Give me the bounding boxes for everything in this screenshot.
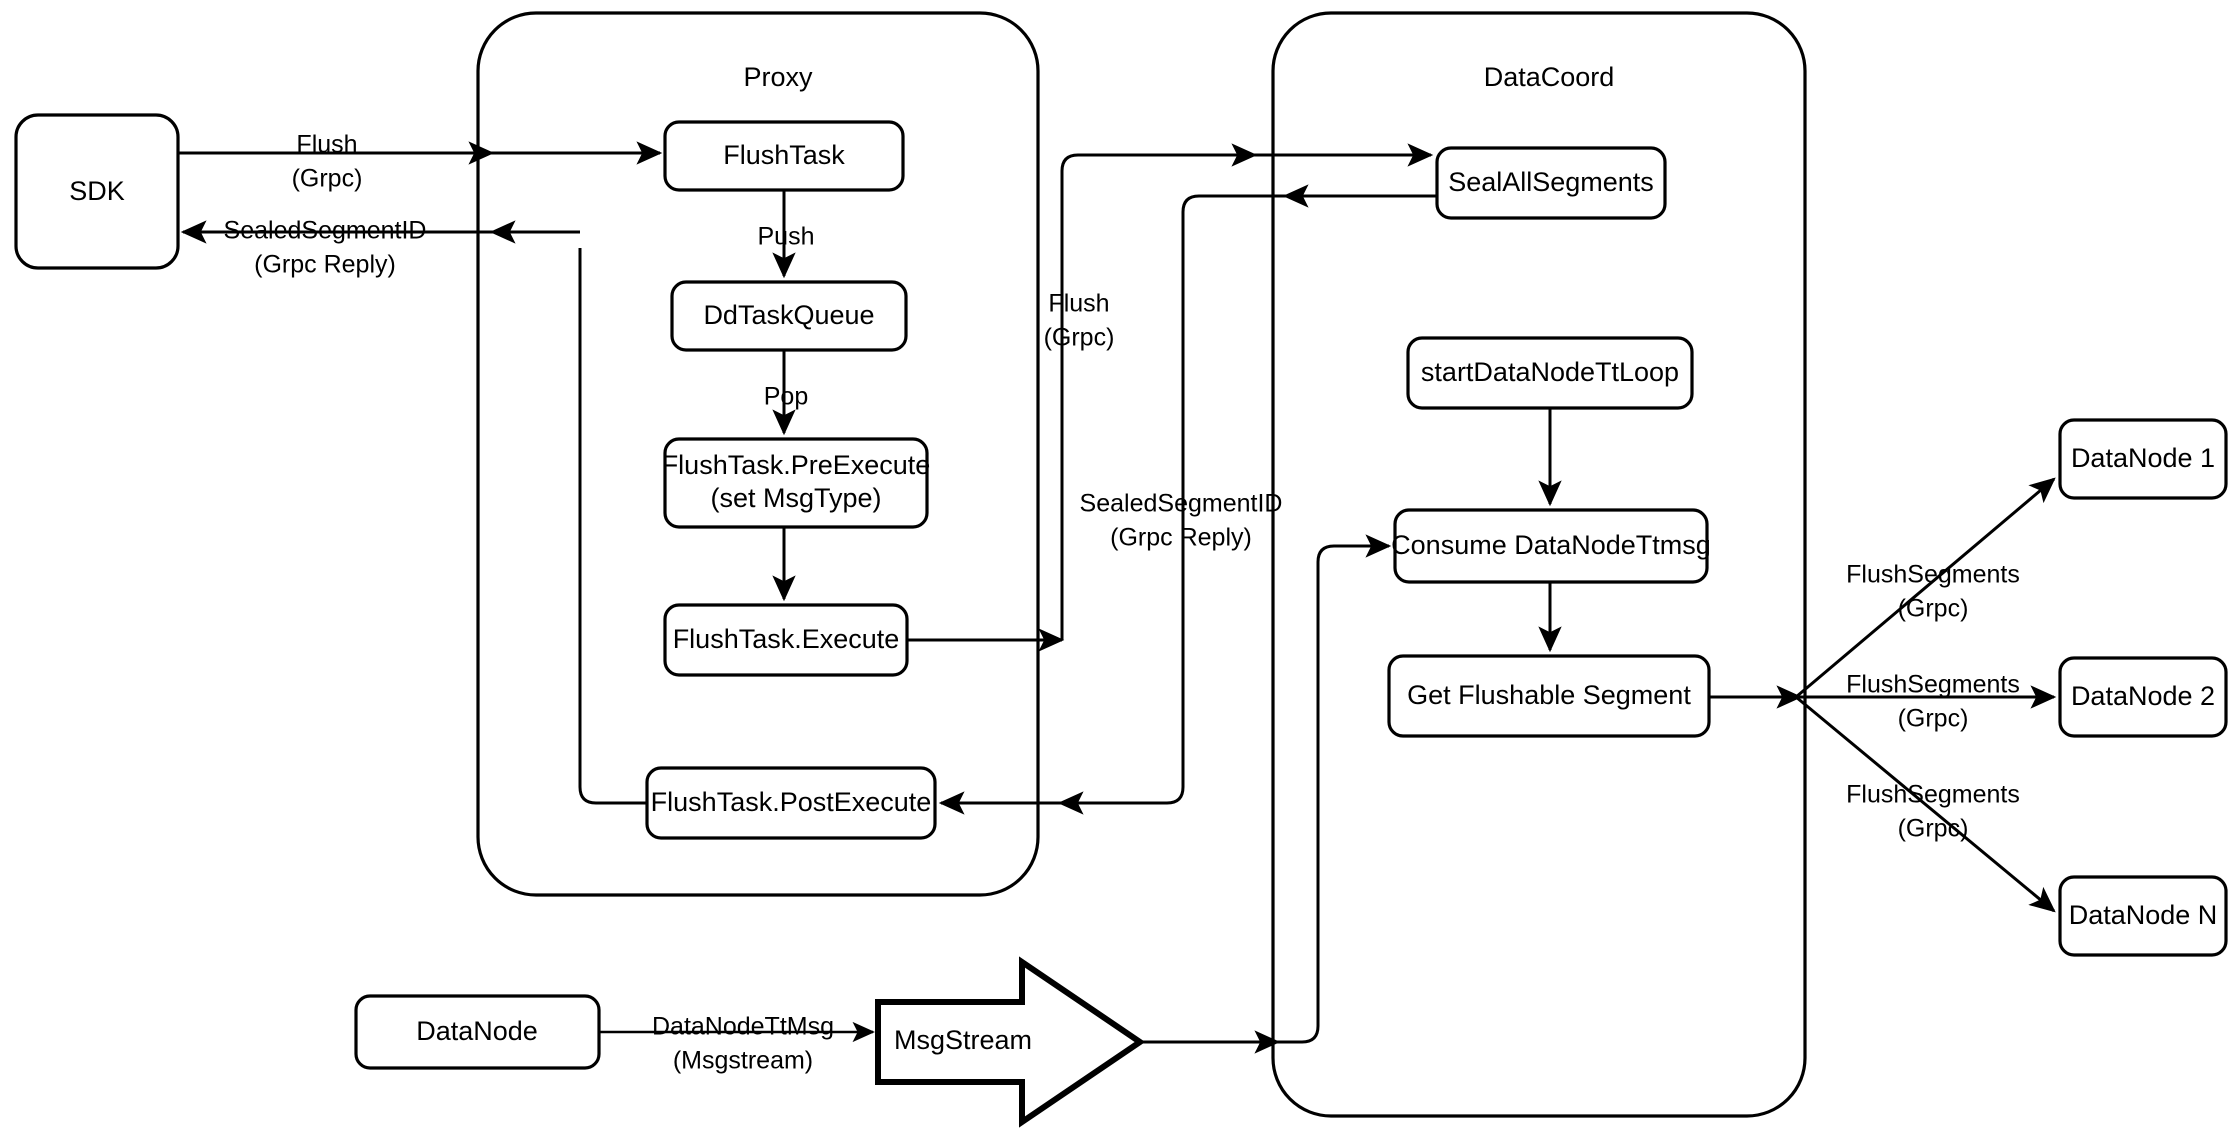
edge-fanout-to-datanode1 [1795,477,2056,699]
flush-grpc-mid-line1: Flush [1048,290,1109,318]
node-flushtask-execute[interactable]: FlushTask.Execute [663,603,909,677]
push-label: Push [758,223,815,251]
flushsegments-2-line2: (Grpc) [1898,705,1969,733]
sealallsegments-label: SealAllSegments [1448,167,1654,197]
consumettmsg-label: Consume DataNodeTtmsg [1391,530,1711,560]
datanode-source-label: DataNode [416,1016,538,1046]
node-datanode-source[interactable]: DataNode [354,994,601,1070]
flush-grpc-sdk-line2: (Grpc) [292,165,363,193]
sdk-box[interactable] [14,113,180,270]
ddtaskqueue-label: DdTaskQueue [703,300,874,330]
edge-label-sealedsegmentid-mid: SealedSegmentID (Grpc Reply) [1080,490,1283,552]
node-flushtask-preexecute[interactable]: FlushTask.PreExecute (set MsgType) [662,437,931,529]
datanodettmsg-line1: DataNodeTtMsg [652,1013,834,1041]
datanode1-box[interactable] [2058,418,2228,500]
edge-postexecute-return-route [578,248,647,805]
sealedsegid-mid-line2: (Grpc Reply) [1110,524,1252,552]
edge-label-flush-grpc-sdk: Flush (Grpc) [292,131,363,193]
sealedsegid-sdk-line1: SealedSegmentID [224,217,427,245]
edge-sealedsegmentid-descender [1057,194,1285,815]
edge-label-flushsegments-1: FlushSegments (Grpc) [1846,561,2020,623]
container-proxy: Proxy [476,11,1040,897]
flushsegments-1-line1: FlushSegments [1846,561,2020,589]
node-datanode-2[interactable]: DataNode 2 [2058,656,2228,738]
sealallsegments-box[interactable] [1435,146,1667,220]
node-get-flushable-segment[interactable]: Get Flushable Segment [1387,654,1711,738]
datanode1-label: DataNode 1 [2071,443,2215,473]
ttloop-label: startDataNodeTtLoop [1421,357,1679,387]
datanode-source-box[interactable] [354,994,601,1070]
datanode2-box[interactable] [2058,656,2228,738]
execute-box[interactable] [663,603,909,677]
preexecute-label-line2: (set MsgType) [710,483,881,513]
node-datanode-n[interactable]: DataNode N [2058,875,2228,957]
preexecute-box[interactable] [663,437,929,529]
getflushable-box[interactable] [1387,654,1711,738]
edge-label-datanodettmsg: DataNodeTtMsg (Msgstream) [652,1013,834,1075]
flushsegments-1-line2: (Grpc) [1898,595,1969,623]
edge-label-flushsegments-2: FlushSegments (Grpc) [1846,671,2020,733]
flushsegments-2-line1: FlushSegments [1846,671,2020,699]
node-ddtaskqueue[interactable]: DdTaskQueue [670,280,908,352]
flushsegments-n-line2: (Grpc) [1898,815,1969,843]
postexecute-label: FlushTask.PostExecute [651,787,932,817]
consumettmsg-box[interactable] [1393,508,1709,584]
edge-label-flush-grpc-mid: Flush (Grpc) [1044,290,1115,352]
getflushable-label: Get Flushable Segment [1407,680,1691,710]
node-flushtask-postexecute[interactable]: FlushTask.PostExecute [645,766,937,840]
datacoord-label: DataCoord [1484,62,1615,92]
msgstream-label: MsgStream [894,1025,1032,1055]
node-startdatanodettloop[interactable]: startDataNodeTtLoop [1406,336,1694,410]
node-msgstream[interactable]: MsgStream [875,956,1146,1128]
datanoden-label: DataNode N [2069,900,2218,930]
msgstream-arrow-shape[interactable] [875,956,1146,1128]
proxy-label: Proxy [743,62,813,92]
container-datacoord: DataCoord [1271,11,1807,1118]
flushtask-box[interactable] [663,120,905,192]
preexecute-label-line1: FlushTask.PreExecute [662,450,931,480]
edge-fanout-to-datanoden [1795,695,2056,913]
edge-label-sealedsegmentid-sdk: SealedSegmentID (Grpc Reply) [224,217,427,279]
datanode2-label: DataNode 2 [2071,681,2215,711]
sdk-label: SDK [69,176,125,206]
datacoord-boundary [1271,11,1807,1118]
ddtaskqueue-box[interactable] [670,280,908,352]
flush-grpc-mid-line2: (Grpc) [1044,324,1115,352]
proxy-boundary [476,11,1040,897]
datanoden-box[interactable] [2058,875,2228,957]
node-datanode-1[interactable]: DataNode 1 [2058,418,2228,500]
flushsegments-n-line1: FlushSegments [1846,781,2020,809]
datanodettmsg-line2: (Msgstream) [673,1047,813,1075]
node-sdk[interactable]: SDK [14,113,180,270]
edge-flush-grpc-riser [1060,143,1258,640]
edge-label-flushsegments-n: FlushSegments (Grpc) [1846,781,2020,843]
pop-label: Pop [764,383,808,411]
flushtask-label: FlushTask [723,140,845,170]
node-consume-datanodettmsg[interactable]: Consume DataNodeTtmsg [1391,508,1711,584]
node-flushtask[interactable]: FlushTask [663,120,905,192]
edge-msgstream-riser-to-consume [1278,534,1392,1044]
node-sealallsegments[interactable]: SealAllSegments [1435,146,1667,220]
sealedsegid-mid-line1: SealedSegmentID [1080,490,1283,518]
edge-label-push: Push [758,223,815,251]
execute-label: FlushTask.Execute [673,624,900,654]
flush-grpc-sdk-line1: Flush [296,131,357,159]
edge-label-pop: Pop [764,383,808,411]
ttloop-box[interactable] [1406,336,1694,410]
postexecute-box[interactable] [645,766,937,840]
sealedsegid-sdk-line2: (Grpc Reply) [254,251,396,279]
